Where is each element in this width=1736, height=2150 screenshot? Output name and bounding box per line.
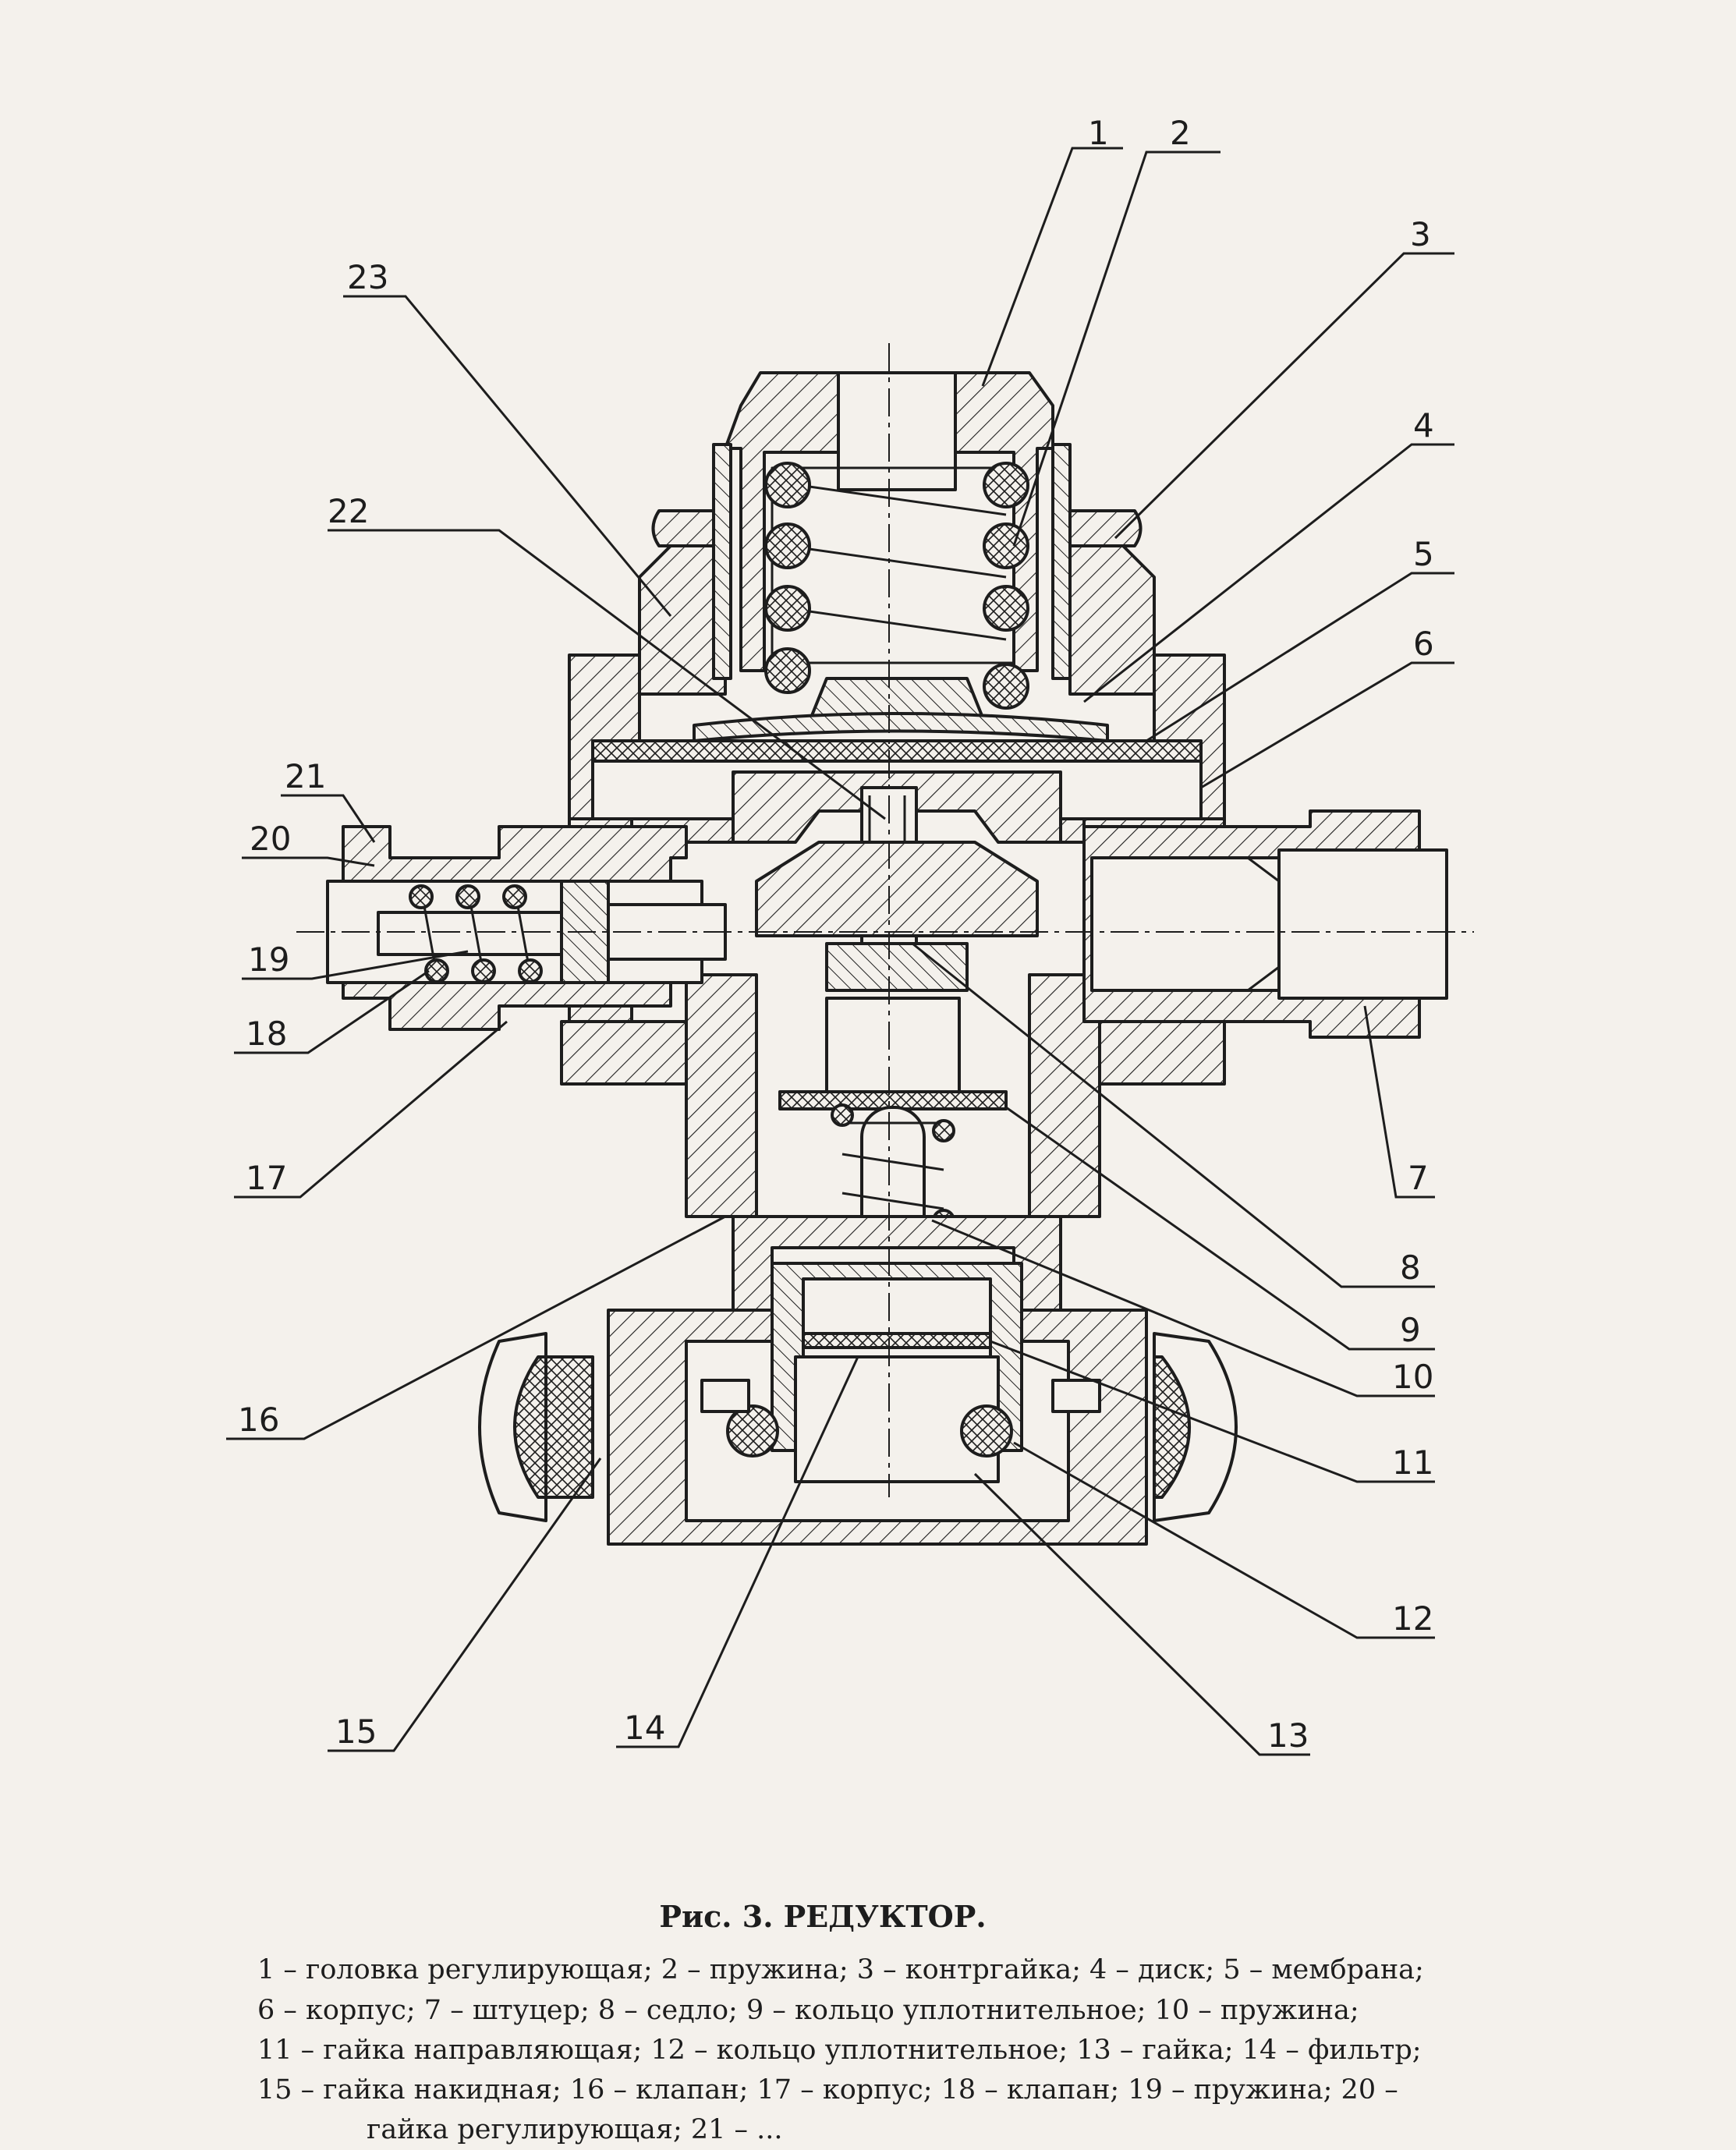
callout-12: 12 — [1392, 1599, 1433, 1638]
centre-lines — [296, 343, 1474, 1497]
callout-14: 14 — [624, 1709, 665, 1747]
callout-9: 9 — [1400, 1311, 1421, 1349]
callout-15: 15 — [335, 1713, 377, 1751]
outlet-fitting — [1082, 809, 1448, 1039]
callout-21: 21 — [285, 757, 326, 795]
legend-line: 11 – гайка направляющая; 12 – кольцо упл… — [257, 2034, 1422, 2066]
callout-13: 13 — [1267, 1716, 1309, 1755]
callout-numbers: 1 2 3 4 5 6 7 8 9 10 11 12 13 14 15 16 1… — [238, 114, 1434, 1755]
callout-8: 8 — [1400, 1249, 1421, 1287]
legend-line: 15 – гайка накидная; 16 – клапан; 17 – к… — [257, 2074, 1398, 2106]
legend-line: 1 – головка регулирующая; 2 – пружина; 3… — [257, 1954, 1424, 1986]
callout-2: 2 — [1170, 114, 1191, 152]
figure-caption: Рис. 3. РЕДУКТОР. 1 – головка регулирующ… — [257, 1895, 1424, 2150]
callout-10: 10 — [1392, 1358, 1433, 1396]
callout-4: 4 — [1413, 406, 1434, 445]
legend-line: 6 – корпус; 7 – штуцер; 8 – седло; 9 – к… — [257, 1994, 1359, 2026]
callout-leaders — [226, 147, 1454, 1756]
disk-and-membrane — [591, 677, 1203, 763]
callout-20: 20 — [250, 820, 291, 858]
valve-seat — [755, 786, 1039, 992]
callout-6: 6 — [1413, 625, 1434, 663]
upper-bonnet — [638, 544, 1156, 696]
callout-18: 18 — [246, 1015, 287, 1053]
lock-nut — [651, 509, 1143, 547]
callout-16: 16 — [238, 1401, 279, 1439]
callout-22: 22 — [328, 492, 369, 530]
callout-23: 23 — [347, 258, 388, 296]
callout-1: 1 — [1088, 114, 1109, 152]
callout-5: 5 — [1413, 535, 1434, 573]
callout-7: 7 — [1408, 1159, 1429, 1197]
union-nut-assembly — [478, 1262, 1238, 1546]
callout-11: 11 — [1392, 1443, 1433, 1482]
legend-line: гайка регулирующая; 21 – ... — [367, 2113, 783, 2145]
callout-19: 19 — [248, 940, 289, 979]
reducer-cross-section-drawing: 1 2 3 4 5 6 7 8 9 10 11 12 13 14 15 16 1… — [226, 114, 1474, 1756]
callout-17: 17 — [246, 1159, 287, 1197]
regulating-head — [712, 371, 1072, 680]
main-spring — [764, 462, 1029, 710]
caption-title: Рис. 3. РЕДУКТОР. — [659, 1899, 987, 1934]
callout-3: 3 — [1410, 215, 1431, 253]
